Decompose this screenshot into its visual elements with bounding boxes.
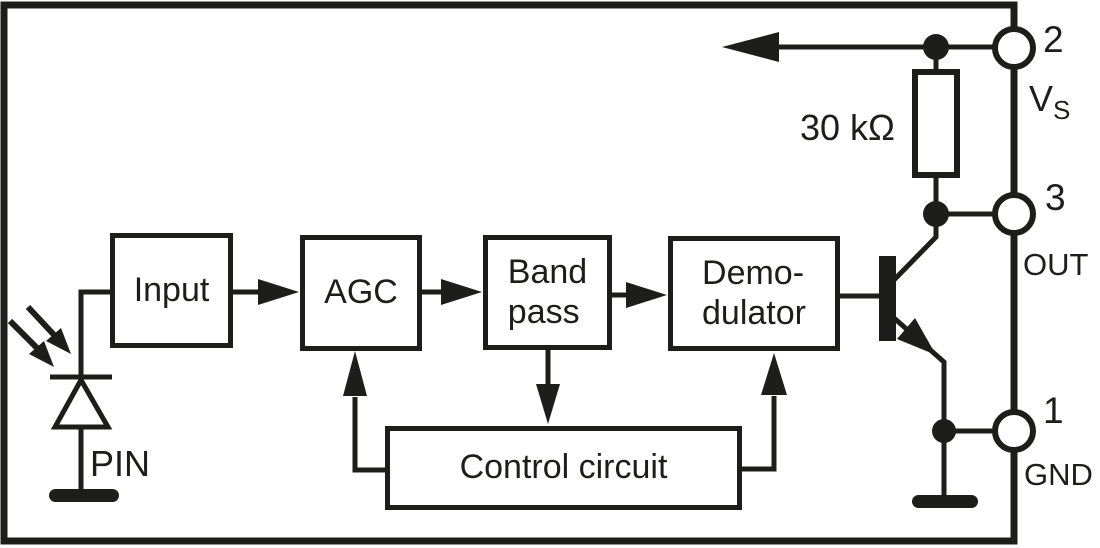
block-agc-label: AGC	[324, 273, 398, 312]
block-demodulator: Demo- dulator	[668, 236, 840, 351]
photodiode-symbol	[49, 289, 119, 502]
pin-terminal-1	[992, 409, 1036, 453]
ground-symbol	[49, 489, 119, 502]
arrow-agc-to-bandpass	[422, 279, 482, 305]
block-control-circuit: Control circuit	[385, 426, 742, 510]
junction-dot	[932, 419, 956, 443]
package-outline	[0, 1, 1018, 545]
block-demodulator-label: Demo- dulator	[702, 254, 806, 332]
arrow-input-to-agc	[233, 279, 299, 305]
pin-out-name: OUT	[1023, 247, 1089, 282]
light-rays-icon	[7, 304, 71, 367]
arrow-bandpass-to-control	[536, 350, 560, 424]
block-bandpass: Band pass	[483, 235, 612, 350]
arrow-left-icon	[722, 32, 779, 62]
ground-symbol	[912, 495, 978, 508]
pin-terminal-2	[992, 26, 1036, 70]
junction-dot	[923, 34, 949, 60]
supply-rail-arrow	[722, 32, 936, 62]
transistor-base-bar	[879, 256, 896, 341]
pin-2-number: 2	[1043, 19, 1064, 60]
resistor-value-label: 30 kΩ	[800, 107, 895, 148]
input-wire	[78, 289, 110, 377]
transistor-symbol	[840, 214, 947, 431]
pin-vs-name: VS	[1029, 78, 1071, 125]
block-input: Input	[110, 233, 233, 348]
emitter-arrow-icon	[897, 318, 936, 355]
diode-triangle	[50, 374, 113, 430]
block-control-circuit-label: Control circuit	[459, 448, 668, 487]
pin-3-number: 3	[1045, 177, 1066, 218]
block-input-label: Input	[133, 270, 210, 309]
photodiode-label: PIN	[90, 443, 151, 484]
junction-dot	[923, 201, 949, 227]
pin-1-number: 1	[1043, 390, 1064, 431]
pin-terminal-3	[992, 192, 1036, 236]
pin-gnd-name: GND	[1024, 457, 1093, 492]
arrow-bandpass-to-demodulator	[612, 282, 667, 308]
block-agc: AGC	[300, 235, 422, 351]
junction-dots	[923, 34, 956, 443]
arrow-control-to-demodulator	[742, 353, 787, 472]
block-bandpass-label: Band pass	[507, 253, 588, 331]
arrow-control-to-agc	[343, 351, 385, 473]
resistor-symbol	[912, 44, 1013, 217]
